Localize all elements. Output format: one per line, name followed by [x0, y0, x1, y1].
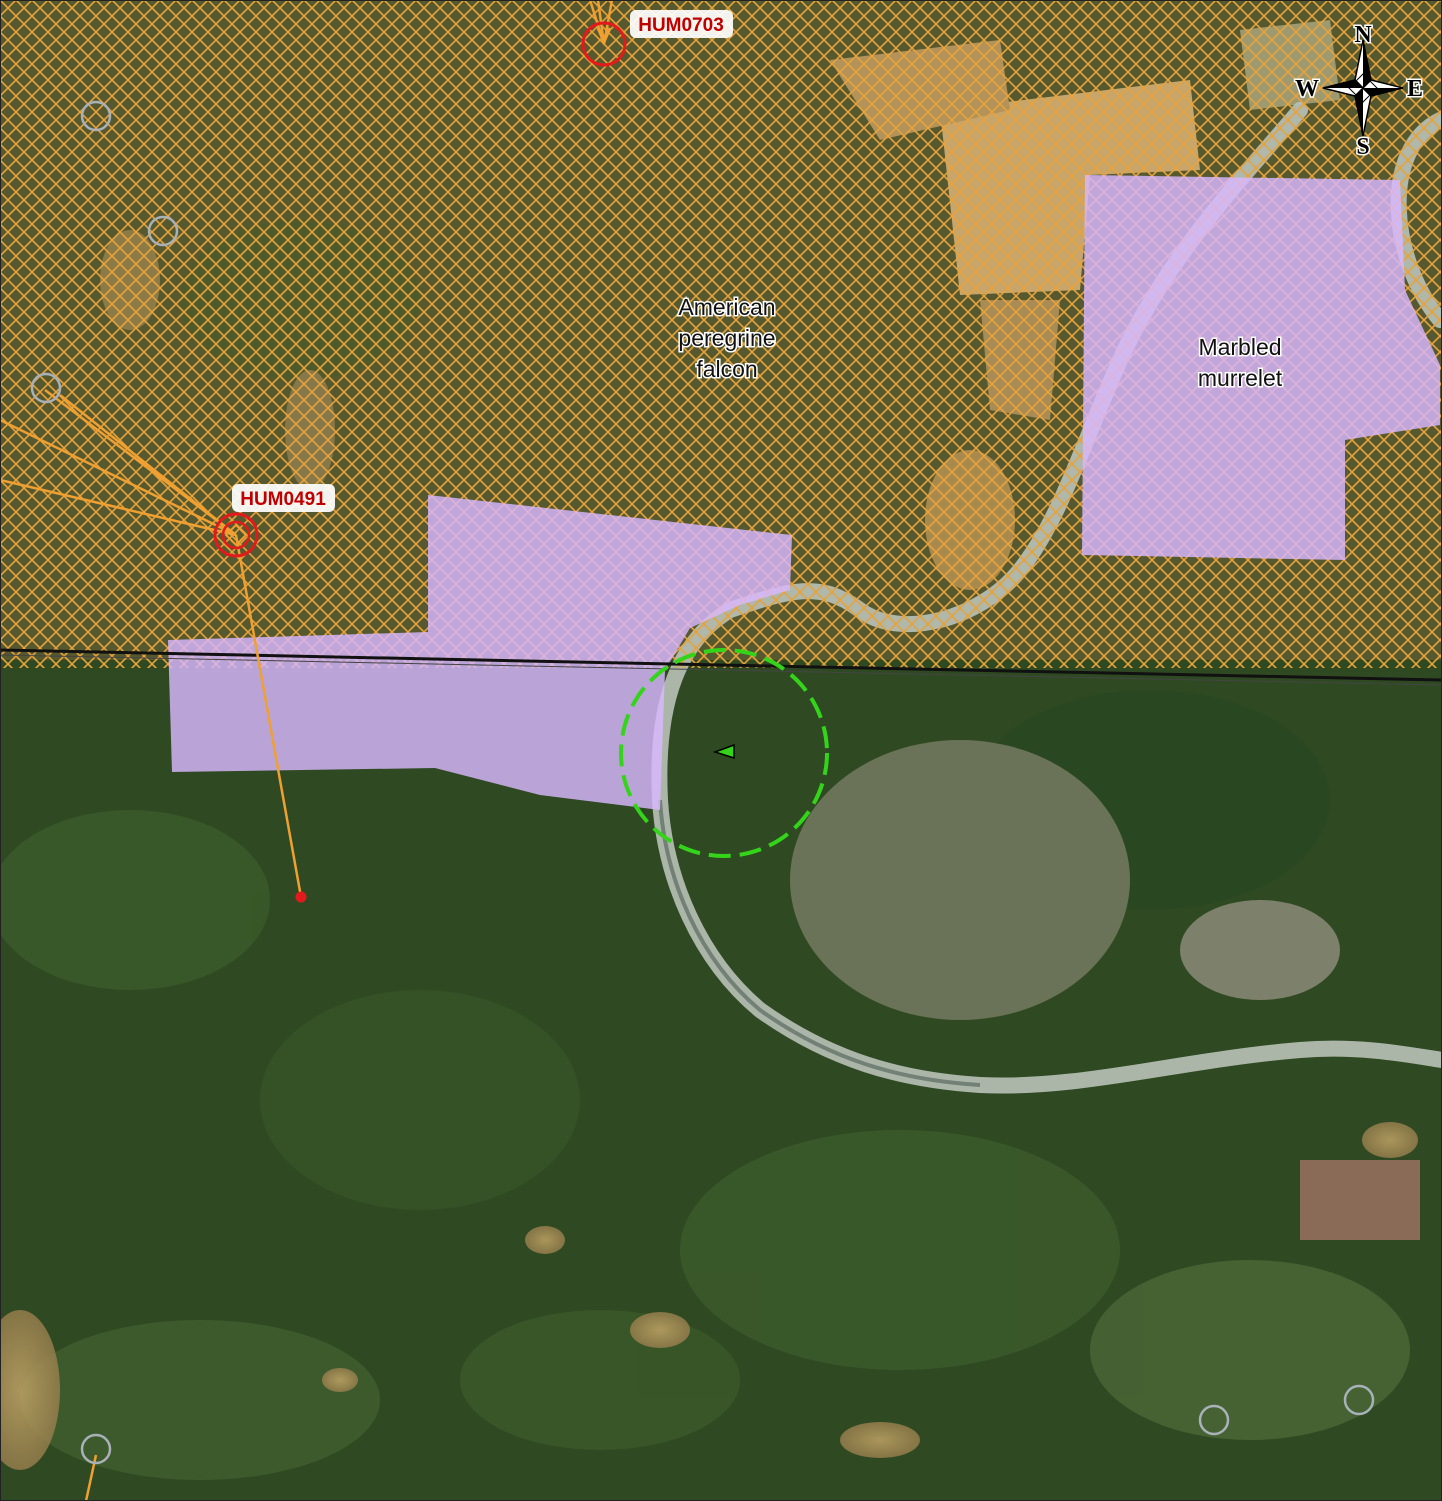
compass-south-label: S — [1356, 134, 1369, 160]
svg-text:American: American — [678, 294, 775, 320]
river-channel — [658, 799, 981, 1087]
project-buffer-circle[interactable] — [619, 648, 829, 858]
boundary-line — [0, 648, 1442, 682]
compass-east-label: E — [1407, 76, 1423, 102]
survey-endpoint-dot[interactable] — [295, 891, 307, 903]
compass-west-label: W — [1295, 76, 1319, 102]
site-hum0703-marker[interactable] — [581, 21, 627, 67]
svg-text:falcon: falcon — [696, 356, 757, 382]
label-marbled-murrelet: Marbled murrelet — [1196, 333, 1284, 393]
clearings — [0, 1122, 1418, 1470]
murrelet-habitat-polygon-west — [168, 495, 792, 810]
svg-text:murrelet: murrelet — [1198, 365, 1283, 391]
label-american-peregrine-falcon: American peregrine falcon — [677, 293, 777, 384]
site-label-hum0491: HUM0491 — [232, 484, 335, 512]
compass-north-label: N — [1354, 22, 1372, 48]
svg-text:HUM0703: HUM0703 — [638, 15, 724, 36]
compass-rose-icon: N S E W — [1294, 21, 1425, 162]
site-label-hum0703: HUM0703 — [630, 10, 733, 38]
town-area — [790, 740, 1420, 1240]
site-hum0491-marker[interactable] — [213, 512, 259, 558]
svg-text:Marbled: Marbled — [1198, 334, 1281, 360]
terrain-patches — [0, 220, 1410, 1480]
murrelet-habitat-polygon-east — [1082, 175, 1440, 560]
svg-text:HUM0491: HUM0491 — [240, 489, 326, 510]
svg-text:peregrine: peregrine — [678, 325, 775, 351]
boundary-line-shadow — [0, 654, 1442, 686]
project-location-marker[interactable] — [712, 743, 735, 760]
gray-survey-rings — [30, 100, 1375, 1465]
survey-lines — [0, 0, 614, 1501]
